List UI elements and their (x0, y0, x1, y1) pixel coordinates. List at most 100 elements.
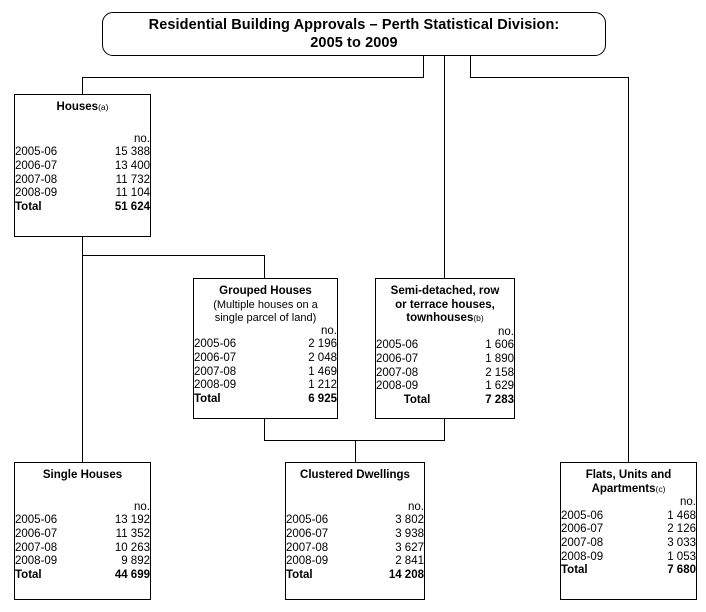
table-row: 2005-06 15 388 (15, 146, 150, 160)
node-grouped-houses-sub-2: single parcel of land) (214, 311, 317, 324)
connector-to-houses-vertical (82, 77, 83, 94)
title-line-2: 2005 to 2009 (310, 35, 398, 51)
value-cell: 2 841 (395, 555, 424, 568)
value-cell: 15 388 (114, 146, 150, 159)
unit-spacer (15, 133, 89, 147)
unit-spacer (194, 325, 279, 339)
table-row: 2006-07 11 352 (15, 528, 150, 542)
connector-merge-horizontal (264, 440, 445, 441)
total-label: Total (561, 564, 588, 577)
node-semi-detached: Semi-detached, row or terrace houses, to… (375, 278, 515, 419)
value-cell: 1 629 (485, 380, 514, 393)
node-single-houses-table: no. 2005-06 13 192 2006-07 11 352 2007-0… (15, 501, 150, 583)
value-cell: 9 892 (121, 555, 150, 568)
node-semi-detached-footnote: (b) (473, 313, 484, 324)
value-cell: 3 627 (395, 541, 424, 554)
total-value: 6 925 (308, 392, 337, 405)
table-row: 2007-08 3 627 (286, 542, 424, 556)
table-row: 2006-07 13 400 (15, 160, 150, 174)
connector-title-drop-left (423, 56, 424, 78)
value-cell: 3 802 (395, 514, 424, 527)
node-grouped-houses-heading: Grouped Houses (219, 285, 312, 297)
table-row-unit: no. (15, 501, 150, 515)
node-grouped-houses: Grouped Houses (Multiple houses on a sin… (193, 278, 338, 419)
table-row: 2008-09 1 212 (194, 379, 337, 393)
total-value: 7 680 (667, 564, 696, 577)
table-row: 2008-09 1 053 (561, 551, 696, 565)
unit-spacer (286, 501, 361, 515)
unit-label: no. (680, 496, 696, 509)
node-flats-units-apartments: Flats, Units and Apartments(c) no. 2005-… (560, 462, 697, 600)
value-cell: 1 053 (667, 550, 696, 563)
unit-label: no. (498, 325, 514, 338)
total-label: Total (15, 200, 42, 213)
table-row-total: Total 44 699 (15, 569, 150, 583)
table-row: 2007-08 1 469 (194, 366, 337, 380)
unit-label: no. (134, 132, 150, 145)
table-row-unit: no. (561, 496, 696, 510)
table-row: 2005-06 1 606 (376, 339, 514, 353)
node-houses-heading: Houses(a) (15, 101, 150, 115)
value-cell: 11 104 (115, 187, 150, 200)
year-label: 2008-09 (15, 187, 58, 200)
node-single-houses-heading: Single Houses (42, 469, 123, 481)
table-row-total: Total 14 208 (286, 569, 424, 583)
connector-to-flats-vertical (628, 77, 629, 463)
table-row: 2005-06 2 196 (194, 338, 337, 352)
value-cell: 11 732 (115, 173, 150, 186)
year-label: 2006-07 (376, 353, 419, 366)
year-label: 2005-06 (561, 509, 604, 522)
year-label: 2007-08 (15, 541, 58, 554)
year-label: 2007-08 (194, 365, 237, 378)
year-label: 2008-09 (15, 555, 58, 568)
connector-to-flats-horizontal (470, 77, 629, 78)
node-single-houses: Single Houses no. 2005-06 13 192 2006-07… (14, 462, 151, 600)
title-line-1: Residential Building Approvals – Perth S… (148, 16, 560, 33)
node-clustered-dwellings: Clustered Dwellings no. 2005-06 3 802 20… (285, 462, 425, 600)
node-flats-table: no. 2005-06 1 468 2006-07 2 126 2007-08 … (561, 496, 696, 578)
table-row-total: Total 6 925 (194, 393, 337, 407)
year-label: 2007-08 (15, 173, 58, 186)
connector-to-grouped-horizontal (82, 255, 265, 256)
year-label: 2005-06 (15, 514, 58, 527)
table-row: 2008-09 9 892 (15, 555, 150, 569)
total-label: Total (403, 394, 431, 407)
node-houses-heading-text: Houses (56, 101, 99, 113)
connector-to-clustered-down (355, 440, 356, 463)
table-row: 2008-09 1 629 (376, 380, 514, 394)
table-row-total: Total 7 283 (376, 394, 514, 408)
node-semi-detached-heading-2: or terrace houses, (395, 298, 495, 311)
value-cell: 2 196 (308, 338, 337, 351)
table-row: 2007-08 3 033 (561, 537, 696, 551)
node-flats-heading-2: Apartments(c) (561, 483, 696, 497)
value-cell: 1 468 (667, 509, 696, 522)
table-row: 2006-07 1 890 (376, 353, 514, 367)
table-row-unit: no. (194, 325, 337, 339)
table-row: 2007-08 11 732 (15, 174, 150, 188)
table-row: 2008-09 11 104 (15, 187, 150, 201)
diagram-title-box: Residential Building Approvals – Perth S… (102, 12, 606, 56)
connector-grouped-down (264, 419, 265, 441)
node-flats-heading-1: Flats, Units and (585, 469, 672, 481)
value-cell: 2 048 (308, 351, 337, 364)
year-label: 2008-09 (286, 555, 329, 568)
year-label: 2005-06 (286, 514, 329, 527)
year-label: 2006-07 (15, 527, 58, 540)
table-row-unit: no. (286, 501, 424, 515)
value-cell: 1 469 (308, 365, 337, 378)
value-cell: 13 400 (114, 159, 150, 172)
unit-spacer (376, 326, 458, 340)
node-semi-detached-heading-1: Semi-detached, row (390, 285, 500, 297)
table-row: 2006-07 2 048 (194, 352, 337, 366)
table-row-total: Total 51 624 (15, 201, 150, 215)
unit-spacer (561, 496, 641, 510)
node-semi-detached-heading-3: townhouses(b) (376, 312, 514, 326)
unit-spacer (15, 501, 89, 515)
value-cell: 3 033 (667, 537, 696, 550)
table-row: 2006-07 2 126 (561, 523, 696, 537)
value-cell: 10 263 (114, 541, 150, 554)
year-label: 2006-07 (15, 159, 58, 172)
value-cell: 1 890 (485, 353, 514, 366)
total-value: 44 699 (114, 568, 150, 581)
year-label: 2008-09 (194, 379, 237, 392)
